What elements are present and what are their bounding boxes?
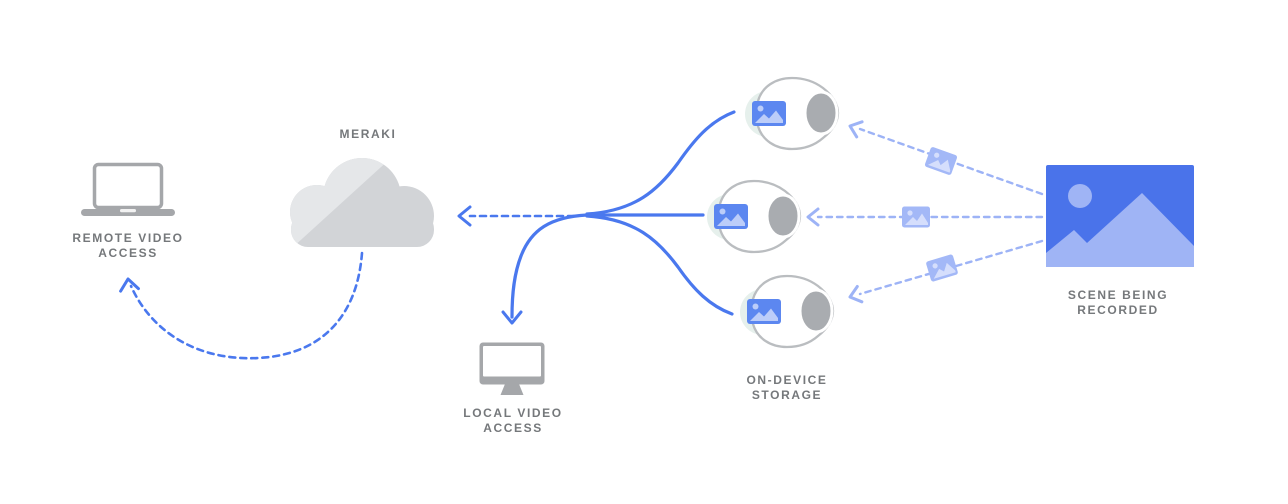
arrowhead-up-icon (119, 277, 140, 293)
arrowhead-left-icon (806, 207, 820, 227)
meraki-label: MERAKI (339, 127, 397, 141)
photo-thumbnail-icon (924, 147, 958, 175)
dome-camera-icon (707, 179, 802, 254)
desktop-monitor-icon (479, 342, 545, 395)
junction-to-local-access-line (510, 213, 589, 319)
photo-thumbnail-icon (752, 101, 786, 126)
dome-camera-icon (740, 274, 835, 349)
arrowhead-left-icon (457, 205, 472, 227)
arrowhead-left-icon (848, 120, 864, 139)
landscape-image-icon (1046, 165, 1194, 267)
remote-access-label: REMOTE VIDEO ACCESS (72, 231, 184, 260)
arrowhead-down-icon (501, 310, 523, 325)
camera-bottom-to-junction-line (585, 214, 734, 316)
laptop-icon (81, 162, 175, 216)
cloud-icon (290, 158, 434, 247)
photo-thumbnail-icon (714, 204, 748, 229)
dome-camera-icon (745, 76, 840, 151)
photo-thumbnail-icon (926, 254, 958, 282)
photo-thumbnail-icon (747, 299, 781, 324)
photo-thumbnail-icon (902, 206, 930, 228)
arrowhead-left-icon (848, 284, 864, 304)
local-access-label: LOCAL VIDEO ACCESS (463, 406, 563, 435)
on-device-storage-label: ON-DEVICE STORAGE (746, 373, 828, 402)
camera-top-to-junction-line (585, 110, 736, 216)
cloud-to-remote-access-dashed-arc (129, 251, 364, 360)
scene-label: SCENE BEING RECORDED (1067, 288, 1169, 317)
